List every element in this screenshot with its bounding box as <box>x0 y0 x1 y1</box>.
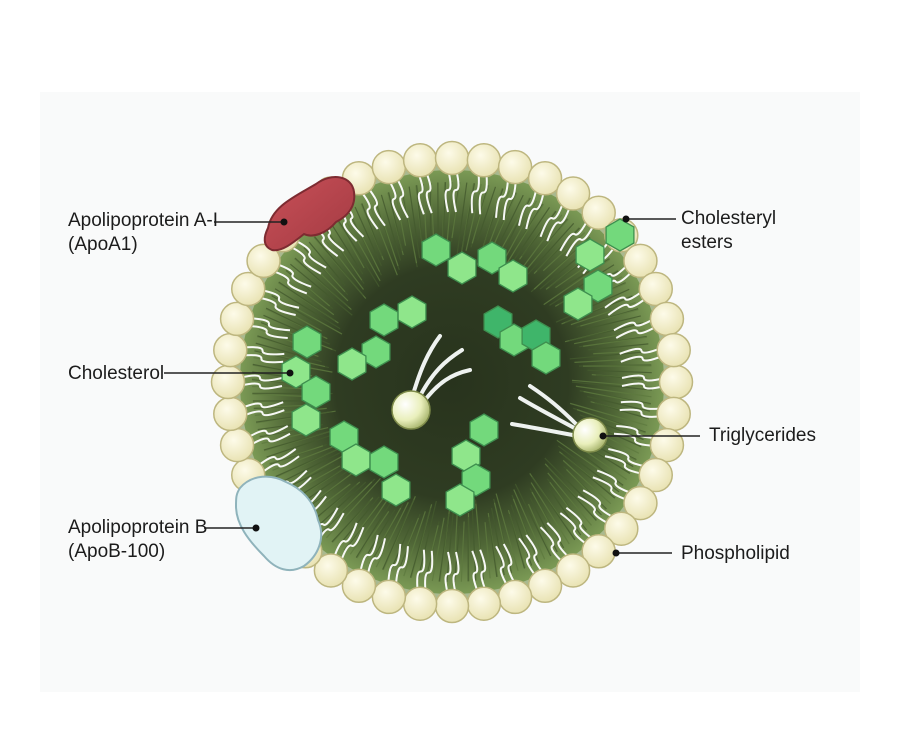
triglyceride-right-icon <box>510 384 608 453</box>
label-apoa1-line1: Apolipoprotein A-I <box>68 210 218 231</box>
label-triglycerides: Triglycerides <box>709 425 816 446</box>
leader-dots <box>252 215 630 557</box>
label-apob-line1: Apolipoprotein B <box>68 517 208 538</box>
apoa1-protein-icon <box>263 176 356 252</box>
apob-protein-icon <box>234 475 323 572</box>
leader-lines <box>164 218 700 554</box>
label-cholesteryl-line2: esters <box>681 232 733 253</box>
phospholipid-tails <box>238 168 666 596</box>
cholesterol-rings <box>281 218 635 517</box>
label-apob-line2: (ApoB-100) <box>68 541 166 562</box>
label-cholesteryl-line1: Cholesteryl <box>681 208 777 229</box>
label-cholesterol: Cholesterol <box>68 363 165 384</box>
label-phospholipid: Phospholipid <box>681 543 790 564</box>
label-apoa1-line2: (ApoA1) <box>68 234 138 255</box>
triglyceride-left-icon <box>391 334 472 430</box>
